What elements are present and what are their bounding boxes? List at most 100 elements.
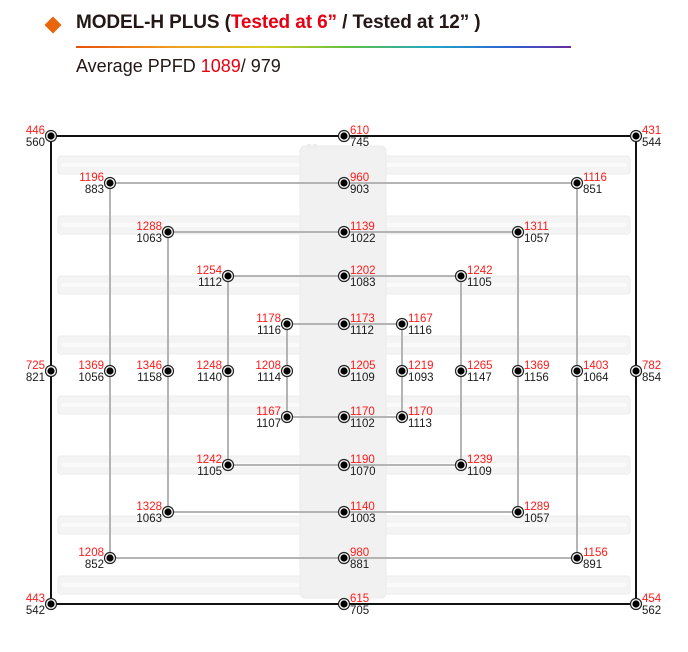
value-6in: 1139 (350, 221, 375, 233)
value-12in: 1105 (197, 466, 222, 478)
point-marker-dot (340, 600, 348, 608)
value-12in: 903 (350, 184, 369, 196)
value-12in: 1116 (408, 325, 432, 337)
value-12in: 1109 (467, 466, 492, 478)
value-6in: 1265 (467, 360, 493, 372)
value-12in: 851 (583, 184, 602, 196)
value-12in: 883 (85, 184, 104, 196)
value-12in: 1158 (137, 372, 162, 384)
value-6in: 1208 (255, 360, 281, 372)
point-marker-dot (47, 132, 55, 140)
point-marker-dot (573, 179, 581, 187)
point-marker-dot (573, 367, 581, 375)
average-label: Average PPFD (76, 56, 201, 76)
value-12in: 1070 (350, 466, 376, 478)
value-12in: 1156 (524, 372, 549, 384)
point-marker-dot (340, 413, 348, 421)
point-marker-dot (340, 554, 348, 562)
value-6in: 615 (350, 593, 369, 605)
value-6in: 610 (350, 125, 369, 137)
point-marker-dot (106, 554, 114, 562)
value-6in: 1346 (136, 360, 162, 372)
value-12in: 881 (350, 559, 369, 571)
value-6in: 1328 (136, 501, 162, 513)
average-ppfd: Average PPFD 1089/ 979 (76, 56, 281, 77)
value-6in: 1178 (256, 313, 281, 325)
value-12in: 854 (642, 372, 662, 384)
point-marker-dot (514, 367, 522, 375)
value-6in: 1202 (350, 265, 376, 277)
point-marker-dot (514, 508, 522, 516)
value-6in: 1170 (350, 406, 375, 418)
point-marker-dot (47, 600, 55, 608)
value-12in: 1107 (256, 418, 281, 430)
value-12in: 1102 (350, 418, 375, 430)
value-6in: 1242 (196, 454, 222, 466)
value-12in: 1022 (350, 233, 376, 245)
point-marker-dot (47, 367, 55, 375)
value-6in: 1116 (583, 172, 607, 184)
value-6in: 1219 (408, 360, 434, 372)
value-12in: 1003 (350, 513, 376, 525)
value-6in: 1369 (78, 360, 104, 372)
value-6in: 1289 (524, 501, 550, 513)
rainbow-underline (76, 46, 571, 48)
point-marker-dot (224, 272, 232, 280)
point-marker-dot (398, 413, 406, 421)
value-12in: 1112 (350, 325, 374, 337)
point-marker-dot (340, 508, 348, 516)
point-marker-dot (340, 228, 348, 236)
value-12in: 705 (350, 605, 369, 617)
value-6in: 1205 (350, 360, 376, 372)
value-12in: 1105 (467, 277, 492, 289)
value-12in: 1064 (583, 372, 609, 384)
value-12in: 1063 (136, 233, 162, 245)
value-6in: 1208 (78, 547, 104, 559)
value-12in: 1113 (408, 418, 432, 430)
point-marker-dot (632, 367, 640, 375)
value-12in: 1114 (257, 372, 281, 384)
point-marker-dot (632, 132, 640, 140)
average-6in: 1089 (200, 56, 241, 76)
value-12in: 1140 (197, 372, 222, 384)
measurement-points: 4465606107454315447258217828544435426157… (26, 125, 662, 617)
value-6in: 1156 (583, 547, 608, 559)
average-12in: / 979 (240, 56, 281, 76)
point-marker-dot (340, 132, 348, 140)
point-marker-dot (340, 320, 348, 328)
value-6in: 1190 (350, 454, 375, 466)
value-12in: 1147 (467, 372, 492, 384)
point-marker-dot (340, 461, 348, 469)
page-title: MODEL-H PLUS (Tested at 6” / Tested at 1… (76, 12, 481, 34)
value-12in: 544 (642, 137, 662, 149)
value-6in: 960 (350, 172, 369, 184)
point-marker-dot (164, 508, 172, 516)
value-6in: 1170 (408, 406, 433, 418)
value-12in: 891 (583, 559, 602, 571)
point-marker-dot (340, 179, 348, 187)
point-marker-dot (398, 367, 406, 375)
value-12in: 745 (350, 137, 369, 149)
value-6in: 1248 (196, 360, 222, 372)
